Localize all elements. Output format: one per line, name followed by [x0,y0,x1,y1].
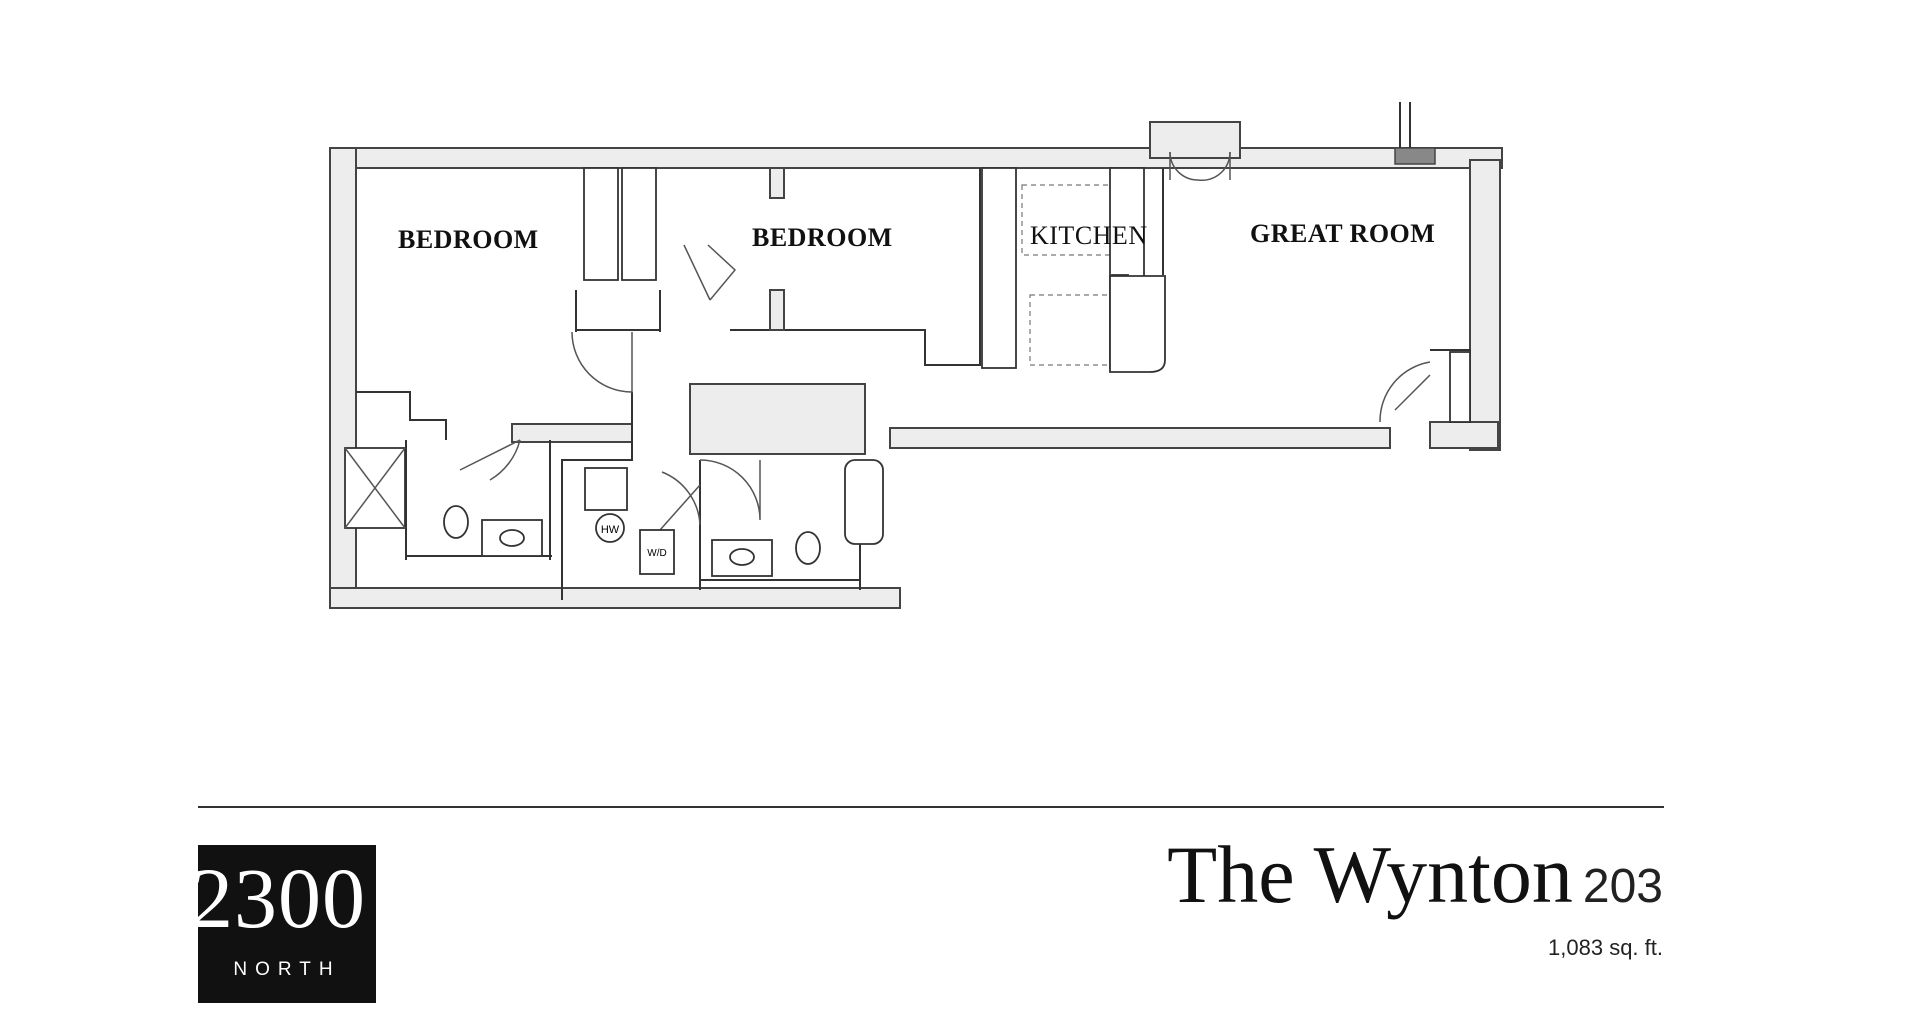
room-label-great-room: GREAT ROOM [1250,219,1435,248]
footer-divider [198,806,1664,808]
unit-number: 203 [1582,860,1663,913]
unit-name: The Wynton [1167,829,1573,920]
water-heater-icon [595,513,625,543]
toilet-icon [443,505,469,539]
room-label-bedroom-2: BEDROOM [752,223,893,252]
water-heater-label: HW [601,524,620,536]
washer-dryer-icon [639,529,675,575]
bathtub-icon [844,459,884,545]
bath-fixtures: HW W/D [344,447,884,577]
doors [459,151,1431,531]
exterior-walls [329,102,1503,609]
brand-logo: 2300 NORTH [198,845,376,1003]
interior-walls [356,167,1471,600]
logo-number: 2300 [198,850,366,946]
room-label-bedroom-1: BEDROOM [398,225,539,254]
logo-word: NORTH [233,959,341,980]
washer-dryer-label: W/D [647,548,666,559]
unit-area: 1,083 sq. ft. [1548,935,1663,960]
room-label-kitchen: KITCHEN [1030,221,1148,250]
